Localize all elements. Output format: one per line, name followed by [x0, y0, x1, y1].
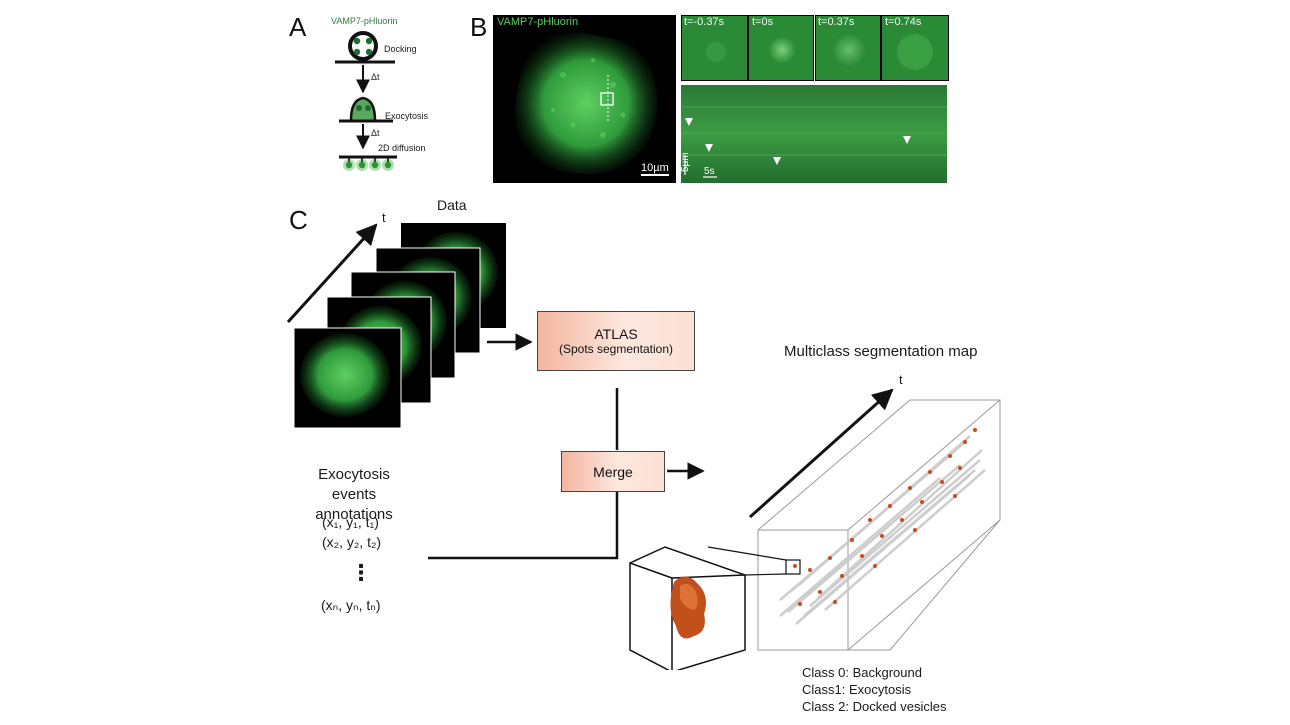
coord-1: (x₁, y₁, t₁): [322, 514, 379, 530]
stack-frame-0: [293, 327, 402, 429]
coord-2: (x₂, y₂, t₂): [322, 534, 382, 550]
class-legend: Class 0: Background Class1: Exocytosis C…: [802, 664, 947, 715]
panel-c-letter: C: [289, 205, 308, 235]
frame-4-label: t=0.74s: [885, 16, 922, 28]
panel-a-title: VAMP7-pHluorin: [331, 16, 398, 26]
frame-4: [881, 15, 949, 81]
event-arrowheads: [685, 118, 911, 165]
docking-vesicle-icon: [348, 31, 378, 61]
atlas-box: ATLAS (Spots segmentation): [537, 311, 695, 371]
segmentation-volume: [629, 388, 1001, 670]
exocytosis-label: Exocytosis: [385, 111, 429, 121]
volume-box: [757, 399, 1001, 651]
class-0-label: Class 0: Background: [802, 665, 922, 680]
diffusion-dots-icon: [343, 157, 394, 171]
vesicle-schematic: [335, 31, 397, 171]
time-axis-arrow: [286, 223, 378, 324]
frame-1: [681, 15, 748, 81]
cell-image-title: VAMP7-pHluorin: [497, 16, 579, 28]
coord-ellipsis: ⋮: [350, 560, 372, 585]
delta-t-label-2: Δt: [371, 128, 380, 138]
frame-3: [815, 15, 881, 81]
cell-image: [493, 15, 676, 183]
frame-2: [748, 15, 814, 81]
exocytosis-events: [793, 428, 977, 606]
exocytosis-vesicle-icon: [349, 96, 377, 121]
data-time-axis-label: t: [382, 210, 386, 225]
map-time-axis-arrow: [749, 388, 894, 519]
annotations-to-merge-line: [428, 490, 619, 560]
kymo-time-scale: 5s: [704, 166, 715, 177]
exocytosis-blob-icon: [670, 576, 706, 639]
atlas-subtitle: (Spots segmentation): [558, 342, 674, 356]
diffusion-label: 2D diffusion: [378, 143, 426, 153]
map-time-axis-label: t: [899, 372, 903, 387]
class-1-label: Class1: Exocytosis: [802, 682, 912, 697]
frame-1-label: t=-0.37s: [684, 16, 725, 28]
atlas-title: ATLAS: [594, 326, 638, 342]
delta-t-label-1: Δt: [371, 72, 380, 82]
annotations-line-1: Exocytosis events: [318, 466, 390, 503]
data-stack: [286, 223, 506, 429]
annotations-title: Exocytosis events annotations: [294, 465, 414, 525]
panel-b-letter: B: [470, 12, 488, 42]
coord-n: (xₙ, yₙ, tₙ): [321, 597, 381, 613]
merge-label: Merge: [593, 463, 633, 480]
roi-square: [600, 92, 614, 106]
frame-3-label: t=0.37s: [818, 16, 855, 28]
docking-label: Docking: [384, 44, 417, 54]
merge-box: Merge: [561, 451, 665, 492]
scale-bar-label: 10µm: [641, 162, 669, 174]
data-title: Data: [437, 197, 467, 213]
panel-a-letter: A: [289, 12, 307, 42]
docked-vesicles: [779, 435, 986, 625]
map-title: Multiclass segmentation map: [784, 343, 978, 360]
class-2-label: Class 2: Docked vesicles: [802, 699, 947, 714]
frame-2-label: t=0s: [752, 16, 774, 28]
zoom-region: [785, 559, 801, 575]
kymograph: [681, 85, 947, 183]
annotations-line-2: annotations: [315, 506, 393, 523]
